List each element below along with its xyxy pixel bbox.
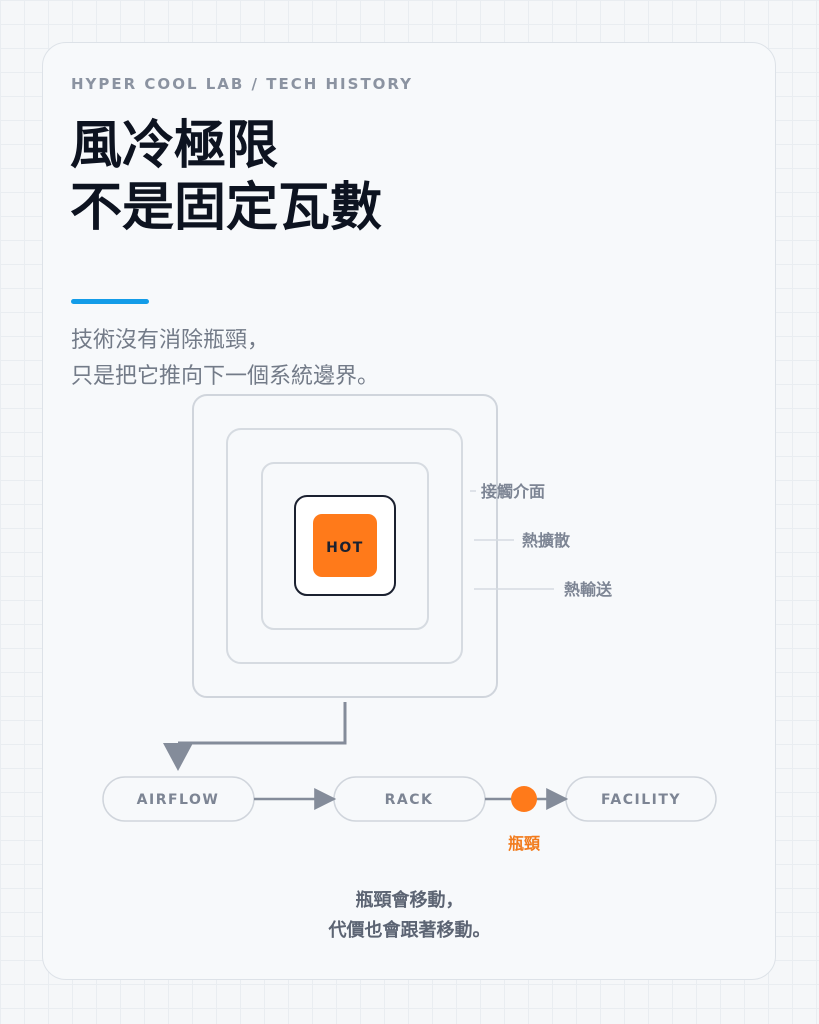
hot-label: HOT	[326, 540, 364, 556]
hot-core	[313, 514, 377, 577]
page-title: 風冷極限 不是固定瓦數	[70, 115, 382, 239]
closing-line-2: 代價也會跟著移動。	[328, 920, 491, 941]
subtitle-line-1: 技術沒有消除瓶頸，	[71, 328, 270, 353]
layer-middle-box	[226, 428, 463, 664]
bottleneck-label: 瓶頸	[508, 834, 541, 853]
title-line-2: 不是固定瓦數	[70, 178, 383, 238]
title-line-1: 風冷極限	[70, 116, 279, 176]
elbow-connector	[178, 702, 347, 745]
subtitle-line-2: 只是把它推向下一個系統邊界。	[71, 364, 380, 389]
closing-text: 瓶頸會移動， 代價也會跟著移動。	[0, 886, 819, 946]
layer-inner-box	[261, 462, 429, 630]
kicker-text: HYPER COOL LAB / TECH HISTORY	[71, 75, 414, 93]
layer-label-spread: 熱擴散	[522, 531, 571, 550]
content-card: HYPER COOL LAB / TECH HISTORY 風冷極限 不是固定瓦…	[42, 42, 776, 980]
elbow-arrowhead	[163, 743, 193, 771]
bottleneck-dot	[511, 786, 537, 812]
node-label-rack: RACK	[385, 792, 434, 808]
subtitle: 技術沒有消除瓶頸， 只是把它推向下一個系統邊界。	[71, 323, 379, 395]
closing-line-1: 瓶頸會移動，	[355, 890, 464, 911]
layer-label-contact: 接觸介面	[481, 482, 545, 501]
layer-label-transport: 熱輸送	[564, 580, 613, 599]
node-label-facility: FACILITY	[601, 792, 681, 808]
accent-bar	[71, 299, 149, 304]
node-label-airflow: AIRFLOW	[137, 792, 220, 808]
